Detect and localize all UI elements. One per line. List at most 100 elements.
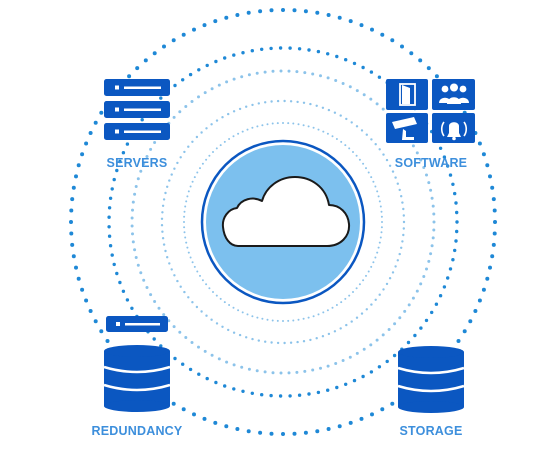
ring-dot — [402, 220, 406, 224]
ring-dot — [232, 135, 235, 138]
ring-dot — [287, 319, 290, 322]
ring-dot — [378, 241, 381, 244]
ring-dot — [271, 122, 274, 125]
ring-dot — [434, 302, 439, 306]
ring-dot — [186, 246, 189, 249]
ring-dot — [411, 296, 415, 300]
ring-dot — [178, 330, 182, 334]
ring-dot — [380, 226, 383, 229]
ring-dot — [191, 261, 194, 264]
ring-dot — [289, 100, 293, 103]
ring-dot — [297, 47, 302, 51]
ring-dot — [196, 171, 199, 174]
ring-dot — [256, 125, 259, 128]
ring-dot — [247, 367, 251, 371]
ring-dot — [197, 345, 200, 349]
ring-dot — [183, 215, 186, 218]
ring-dot — [223, 301, 226, 304]
ring-dot — [379, 236, 382, 239]
ring-dot — [387, 328, 391, 331]
cloud-icon — [221, 176, 351, 247]
ring-dot — [370, 412, 374, 417]
ring-dot — [396, 259, 399, 262]
ring-dot — [295, 70, 299, 74]
ring-dot — [365, 133, 368, 136]
ring-dot — [454, 239, 458, 243]
ring-dot — [183, 290, 186, 294]
ring-dot — [159, 96, 163, 100]
ring-dot — [160, 217, 164, 220]
ring-dot — [228, 138, 231, 140]
ring-dot — [136, 263, 140, 267]
ring-dot — [434, 74, 439, 79]
ring-dot — [197, 68, 201, 72]
ring-dot — [173, 274, 176, 277]
ring-dot — [302, 124, 305, 127]
ring-dot — [340, 140, 343, 143]
ring-dot — [367, 270, 370, 273]
ring-dot — [232, 363, 236, 367]
ring-dot — [429, 252, 433, 256]
ring-dot — [358, 158, 361, 161]
ring-dot — [456, 339, 461, 343]
ring-dot — [266, 318, 269, 321]
ring-dot — [340, 301, 343, 304]
ring-dot — [292, 431, 297, 436]
ring-dot — [260, 47, 264, 51]
ring-dot — [398, 316, 402, 320]
ring-dot — [335, 138, 338, 140]
ring-dot — [490, 185, 495, 190]
ring-dot — [215, 147, 218, 150]
ring-dot — [205, 283, 208, 286]
ring-dot — [189, 185, 192, 188]
ring-dot — [365, 308, 368, 311]
ring-dot — [195, 305, 199, 309]
ring-dot — [402, 227, 405, 230]
ring-dot — [396, 182, 399, 185]
dotted-rings — [69, 8, 497, 436]
ring-dot — [388, 164, 392, 167]
ring-dot — [246, 429, 251, 434]
ring-dot — [237, 132, 240, 135]
cloud-badge — [200, 139, 366, 305]
ring-dot — [432, 220, 436, 224]
ring-dot — [112, 262, 116, 267]
ring-dot — [199, 274, 201, 277]
ring-dot — [326, 388, 330, 392]
ring-dot — [223, 384, 227, 388]
ring-dot — [84, 141, 89, 146]
ring-dot — [355, 316, 359, 319]
ring-dot — [337, 424, 342, 429]
server-unit-icon — [106, 316, 168, 332]
ring-dot — [492, 208, 497, 213]
ring-dot — [161, 230, 164, 233]
ring-dot — [307, 316, 310, 319]
ring-dot — [355, 125, 359, 128]
ring-dot — [240, 75, 244, 79]
ring-dot — [362, 347, 366, 351]
ring-dot — [422, 275, 426, 278]
ring-dot — [319, 366, 322, 370]
ring-dot — [162, 44, 166, 49]
ring-dot — [288, 394, 292, 398]
ring-dot — [427, 259, 431, 263]
ring-dot — [355, 287, 358, 290]
ring-dot — [348, 420, 353, 425]
ring-dot — [333, 330, 337, 333]
ring-dot — [448, 173, 453, 177]
ring-dot — [71, 185, 76, 190]
ring-dot — [377, 195, 380, 198]
ring-dot — [125, 142, 130, 146]
ring-dot — [187, 296, 190, 299]
ring-dot — [183, 210, 186, 213]
ring-dot — [88, 131, 93, 135]
ring-dot — [190, 341, 194, 344]
storage-label: STORAGE — [399, 424, 463, 438]
ring-dot — [398, 252, 401, 256]
ring-dot — [369, 97, 373, 101]
ring-dot — [403, 309, 407, 313]
ring-dot — [430, 244, 434, 248]
ring-dot — [263, 370, 267, 374]
ring-dot — [341, 82, 345, 85]
ring-dot — [319, 74, 322, 78]
